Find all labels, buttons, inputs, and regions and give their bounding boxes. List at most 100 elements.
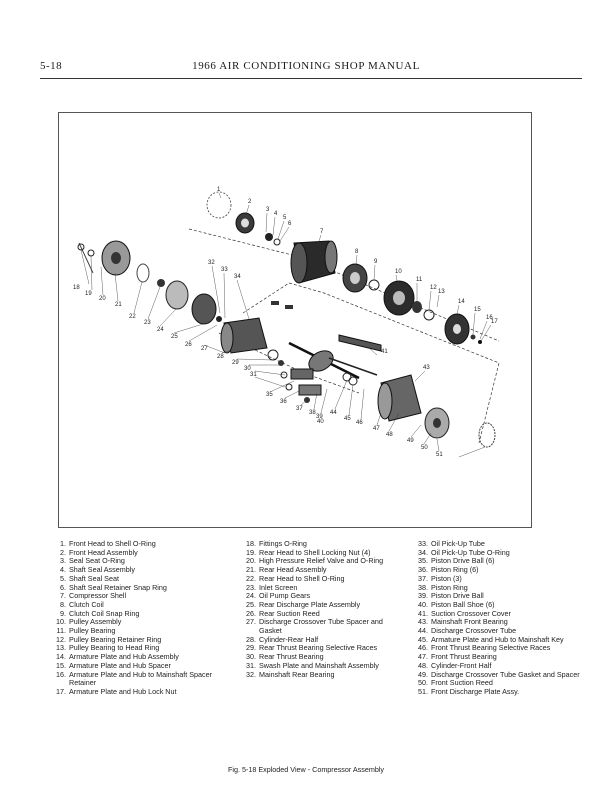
- callout-number: 35: [266, 392, 273, 398]
- callout-number: 47: [373, 426, 380, 432]
- callout-number: 14: [458, 299, 465, 305]
- legend-item: 15.Armature Plate and Hub Spacer: [48, 660, 224, 671]
- legend-item-text: Piston Drive Ball (6): [431, 556, 495, 566]
- legend-item-number: 36.: [418, 565, 428, 575]
- legend-item: 19.Rear Head to Shell Locking Nut (4): [238, 548, 406, 558]
- legend-item-number: 15.: [56, 660, 66, 670]
- legend-item-text: Clutch Coil: [69, 599, 104, 609]
- legend-item-number: 35.: [418, 556, 428, 566]
- callout-number: 19: [85, 291, 92, 297]
- legend-item-number: 6.: [60, 582, 66, 592]
- legend-item-number: 48.: [418, 660, 428, 670]
- legend-item-number: 8.: [60, 599, 66, 609]
- legend-item-number: 9.: [60, 608, 66, 618]
- swash-plate-and-pistons: [280, 341, 360, 403]
- legend-item-number: 7.: [60, 591, 66, 601]
- legend-item-number: 2.: [60, 547, 66, 557]
- legend-item-text: Shaft Seal Retainer Snap Ring: [69, 582, 167, 592]
- legend-item-text: High Pressure Relief Valve and O-Ring: [259, 556, 384, 566]
- legend-item-number: 44.: [418, 626, 428, 636]
- legend-item-text: Discharge Crossover Tube Gasket and Spac…: [431, 669, 580, 679]
- legend-item: 43.Mainshaft Front Bearing: [410, 618, 586, 627]
- callout-number: 40: [317, 419, 324, 425]
- legend-item-text: Clutch Coil Snap Ring: [69, 608, 140, 618]
- legend-item-text: Rear Thrust Bearing Selective Races: [259, 643, 378, 653]
- callout-number: 22: [129, 314, 136, 320]
- legend-item-number: 3.: [60, 556, 66, 566]
- callout-number: 37: [296, 406, 303, 412]
- legend-item: 32.Mainshaft Rear Bearing: [238, 669, 406, 680]
- legend-item-text: Fittings O-Ring: [259, 539, 307, 548]
- legend-item-text: Armature Plate and Hub Lock Nut: [69, 686, 177, 696]
- legend-item-number: 43.: [418, 617, 428, 627]
- callout-number: 16: [486, 315, 493, 321]
- legend-item-number: 4.: [60, 565, 66, 575]
- legend-item-text: Mainshaft Front Bearing: [431, 617, 508, 627]
- legend-item: 33.Oil Pick-Up Tube: [410, 539, 586, 549]
- legend-item: 26.Rear Suction Reed: [238, 608, 406, 619]
- callout-number: 27: [201, 346, 208, 352]
- compressor-shell: [290, 240, 338, 284]
- legend-item: 47.Front Thrust Bearing: [410, 652, 586, 662]
- legend-item-text: Front Head to Shell O-Ring: [69, 539, 156, 548]
- legend-item-text: Piston Drive Ball: [431, 591, 484, 601]
- legend-item: 21.Rear Head Assembly: [238, 565, 406, 575]
- legend-item-text: Rear Head Assembly: [259, 565, 327, 575]
- legend-item-text: Armature Plate and Hub Spacer: [69, 660, 171, 670]
- legend-item-text: Front Discharge Plate Assy.: [431, 686, 520, 696]
- legend-item-number: 10.: [56, 617, 66, 627]
- legend-item: 34.Oil Pick-Up Tube O-Ring: [410, 547, 586, 558]
- legend-item: 45.Armature Plate and Hub to Mainshaft K…: [410, 634, 586, 645]
- legend-item: 20.High Pressure Relief Valve and O-Ring: [238, 557, 406, 566]
- legend-item: 8.Clutch Coil: [48, 599, 224, 610]
- legend-item-number: 11.: [56, 626, 66, 636]
- legend-item-number: 50.: [418, 678, 428, 688]
- callout-number: 11: [416, 277, 423, 283]
- legend-item: 2.Front Head Assembly: [48, 547, 224, 558]
- legend-item-number: 12.: [56, 634, 66, 644]
- legend-item: 11.Pulley Bearing: [48, 626, 224, 636]
- legend-item-number: 37.: [418, 573, 428, 583]
- legend-item-text: Pulley Assembly: [69, 617, 122, 627]
- legend-item: 24.Oil Pump Gears: [238, 592, 406, 601]
- rear-head-assembly: [77, 240, 222, 325]
- crossover-parts: [271, 301, 382, 376]
- legend-item-text: Cylinder-Front Half: [431, 660, 492, 670]
- legend-item: 3.Seal Seat O-Ring: [48, 557, 224, 566]
- legend-item-number: 34.: [418, 547, 428, 557]
- legend-item-text: Front Head Assembly: [69, 547, 138, 557]
- legend-item-text: Armature Plate and Hub Assembly: [69, 652, 179, 662]
- legend-item-text: Rear Head to Shell O-Ring: [259, 573, 345, 583]
- legend-item-number: 25.: [246, 599, 256, 609]
- page-title: 1966 AIR CONDITIONING SHOP MANUAL: [192, 60, 420, 72]
- legend-item-number: 26.: [246, 608, 256, 618]
- legend-item: 37.Piston (3): [410, 573, 586, 584]
- legend-item-number: 5.: [60, 573, 66, 583]
- callout-number: 6: [288, 221, 292, 227]
- legend-item: 14.Armature Plate and Hub Assembly: [48, 652, 224, 662]
- legend-item-text: Armature Plate and Hub to Mainshaft Key: [431, 634, 564, 644]
- legend-item-number: 51.: [418, 686, 428, 696]
- legend-item-number: 45.: [418, 634, 428, 644]
- legend-item-text: Compressor Shell: [69, 591, 127, 601]
- callout-number: 46: [356, 420, 363, 426]
- legend-item-text: Mainshaft Rear Bearing: [259, 669, 335, 679]
- callout-number: 4: [274, 211, 278, 217]
- legend-item-text: Oil Pick-Up Tube O-Ring: [431, 547, 510, 557]
- legend-item: 22.Rear Head to Shell O-Ring: [238, 573, 406, 584]
- legend-item: 23.Inlet Screen: [238, 583, 406, 593]
- callout-number: 44: [330, 410, 337, 416]
- legend-item-text: Shaft Seal Assembly: [69, 565, 135, 575]
- callout-numbers: 1234567891011121314151617181920212223242…: [73, 187, 498, 458]
- callout-number: 28: [217, 354, 224, 360]
- legend-item: 39.Piston Drive Ball: [410, 592, 586, 601]
- callout-number: 43: [423, 365, 430, 371]
- legend-item: 13.Pulley Bearing to Head Ring: [48, 644, 224, 653]
- callout-number: 24: [157, 327, 164, 333]
- legend-item: 1.Front Head to Shell O-Ring: [48, 539, 224, 549]
- callout-number: 15: [474, 307, 481, 313]
- legend-item: 9.Clutch Coil Snap Ring: [48, 608, 224, 619]
- legend-item-number: 24.: [246, 591, 256, 601]
